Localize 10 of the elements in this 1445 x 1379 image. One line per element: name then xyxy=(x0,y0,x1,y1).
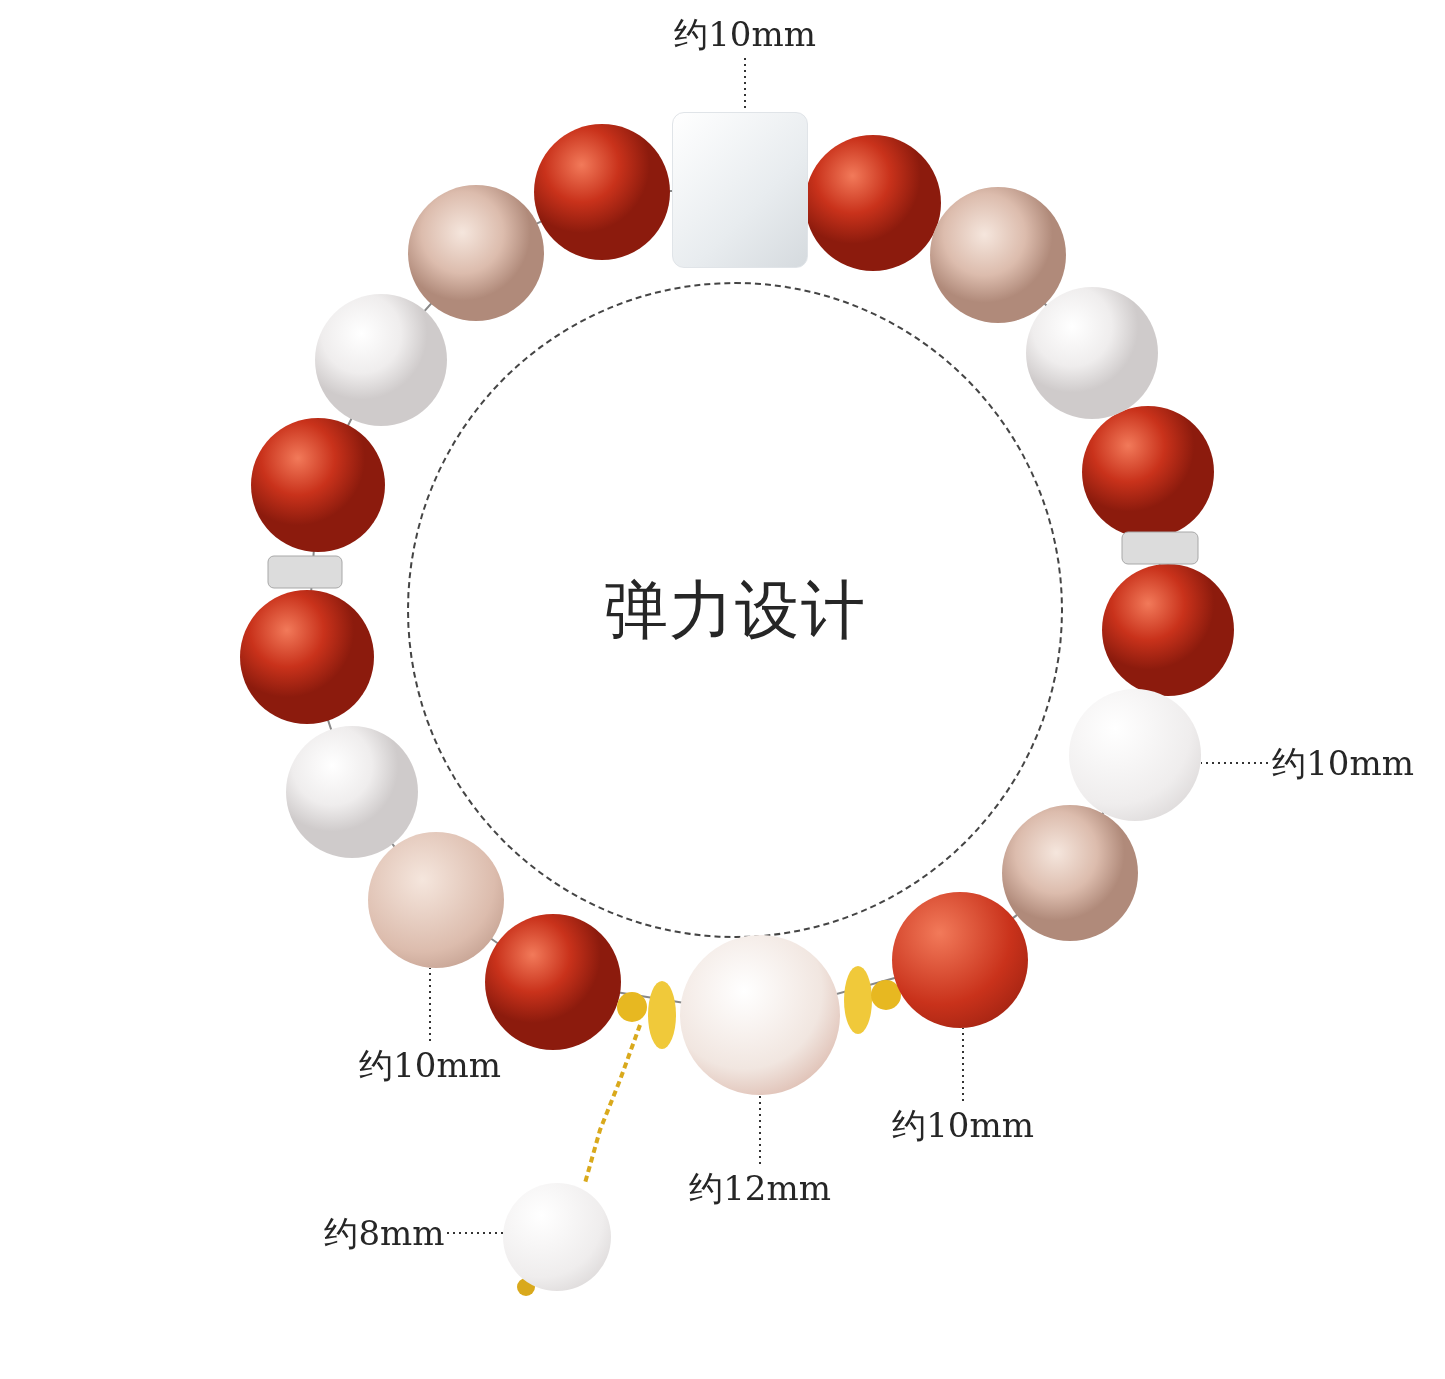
size-label: 约10mm xyxy=(1272,741,1414,785)
cube-bead xyxy=(672,112,808,268)
leader-line xyxy=(759,1094,761,1165)
size-label: 约10mm xyxy=(359,1043,501,1087)
center-caption: 弹力设计 xyxy=(603,572,867,649)
size-label: 约12mm xyxy=(689,1166,831,1210)
leader-line xyxy=(446,1232,504,1234)
size-label: 约8mm xyxy=(324,1211,445,1255)
size-label: 约10mm xyxy=(892,1103,1034,1147)
size-label: 约10mm xyxy=(674,12,816,56)
